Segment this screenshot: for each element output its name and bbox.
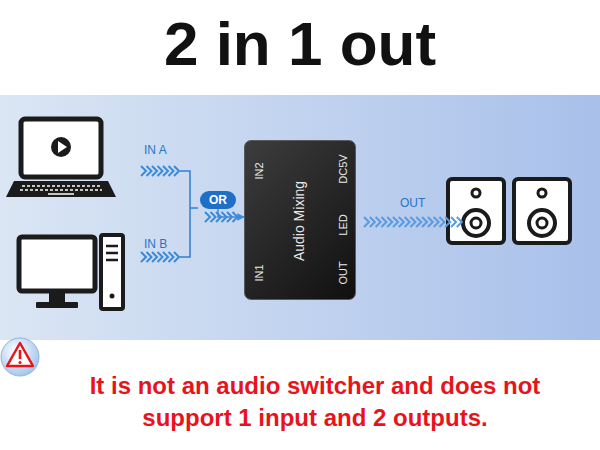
or-pill: OR: [200, 191, 236, 209]
chevron: [158, 166, 163, 176]
audio-mixer-box: IN2Audio Mixing DC5V LED OUT IN1: [244, 140, 356, 300]
chevron: [174, 166, 179, 176]
speakers-icon: [448, 179, 570, 243]
merge-bracket: [180, 171, 198, 257]
chevron: [393, 217, 398, 227]
chevron: [174, 252, 179, 262]
chevron: [205, 212, 210, 222]
chevron: [147, 166, 152, 176]
laptop-icon: [6, 119, 116, 197]
chevron: [410, 217, 415, 227]
signal-label: IN B: [144, 237, 167, 251]
chevron: [381, 217, 386, 227]
or-label: OR: [209, 193, 227, 207]
chevron: [405, 217, 410, 227]
chevron: [457, 217, 462, 227]
chevron: [376, 217, 381, 227]
chevron: [445, 217, 450, 227]
signal-label: OUT: [400, 196, 425, 210]
chevron: [422, 217, 427, 227]
chevron: [141, 166, 146, 176]
chevron: [152, 166, 157, 176]
chevron: [451, 217, 456, 227]
chevron: [428, 217, 433, 227]
warning-icon: [1, 338, 39, 376]
port-label: DC5V: [337, 154, 349, 183]
chevron: [169, 166, 174, 176]
chevron: [141, 252, 146, 262]
title: 2 in 1 out: [0, 8, 600, 79]
chevron: [169, 252, 174, 262]
chevron: [364, 217, 369, 227]
chevron: [163, 252, 168, 262]
signal-label: IN A: [144, 143, 167, 157]
chevron: [370, 217, 375, 227]
chevron: [152, 252, 157, 262]
chevron: [399, 217, 404, 227]
port-label: IN2: [253, 162, 265, 179]
chevron: [416, 217, 421, 227]
chevron: [211, 212, 216, 222]
background-band: [0, 95, 600, 340]
port-label: OUT: [337, 261, 349, 284]
warning-caption: It is not an audio switcher and does not…: [50, 370, 580, 434]
chevron: [163, 166, 168, 176]
signal-arrow: [218, 209, 244, 217]
chevron: [434, 217, 439, 227]
chevron: [147, 252, 152, 262]
port-label: LED: [337, 214, 349, 235]
port-label: IN1: [253, 264, 265, 281]
chevron: [158, 252, 163, 262]
device-name: Audio Mixing: [291, 181, 307, 261]
desktop-icon: [19, 235, 123, 309]
chevron: [439, 217, 444, 227]
chevron: [387, 217, 392, 227]
